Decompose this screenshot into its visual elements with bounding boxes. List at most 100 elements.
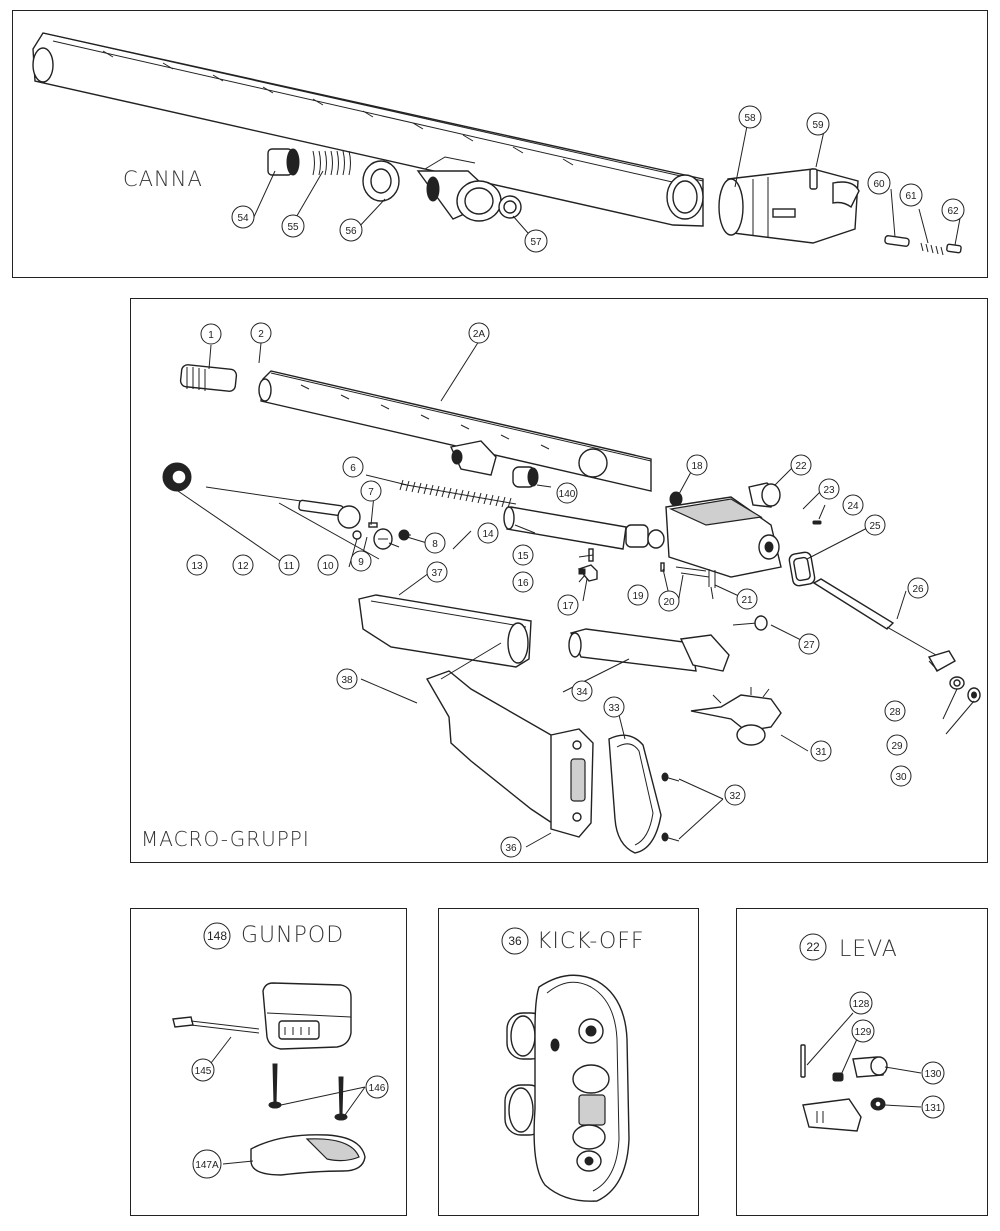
macro-gruppi-title: MACRO-GRUPPI — [141, 827, 310, 851]
canna-drawing: 54 55 56 57 58 59 60 61 62 — [32, 32, 965, 256]
callout-145: 145 — [195, 1066, 212, 1077]
gunpod-callouts: 145 146 147A — [191, 1036, 389, 1179]
callout-59: 59 — [812, 120, 824, 131]
callout-9: 9 — [358, 557, 364, 568]
callout-22: 22 — [795, 461, 807, 472]
callout-29: 29 — [891, 741, 903, 752]
gunpod-drawing: 148 145 146 147A — [172, 922, 389, 1179]
part-26-bolt — [812, 578, 937, 656]
callout-17: 17 — [562, 601, 574, 612]
leva-panel: 22 128 129 130 131 — [736, 908, 988, 1216]
part-57-washer — [498, 195, 522, 219]
callout-56: 56 — [345, 226, 357, 237]
callout-8: 8 — [432, 539, 438, 550]
callout-55: 55 — [287, 222, 299, 233]
callout-10: 10 — [322, 561, 334, 572]
part-1 — [179, 364, 238, 392]
part-140 — [512, 466, 539, 488]
gunpod-panel: 148 145 146 147A — [130, 908, 407, 1216]
canna-callouts: 54 55 56 57 58 59 60 61 62 — [231, 105, 965, 253]
part-62 — [946, 243, 962, 254]
callout-31: 31 — [815, 747, 827, 758]
part-37-forend — [358, 594, 532, 668]
part-27 — [732, 615, 768, 631]
macro-gruppi-panel: MACRO-GRUPPI — [130, 298, 988, 863]
callout-58: 58 — [744, 113, 756, 124]
part-31-trigger — [690, 687, 782, 746]
leva-callouts: 128 129 130 131 — [806, 991, 945, 1119]
part-12-rod — [205, 486, 302, 502]
callout-20: 20 — [663, 597, 675, 608]
part-25-ring — [788, 551, 816, 587]
part-131 — [870, 1097, 886, 1111]
callout-60: 60 — [873, 179, 885, 190]
part-9 — [373, 528, 393, 550]
part-128-pin — [800, 1044, 806, 1078]
callout-1: 1 — [208, 330, 214, 341]
barrel-part — [32, 32, 704, 227]
callout-15: 15 — [517, 551, 529, 562]
callout-24: 24 — [847, 501, 859, 512]
callout-11: 11 — [284, 561, 295, 572]
callout-32: 32 — [729, 791, 741, 802]
gunpod-housing — [262, 982, 352, 1050]
callout-36: 36 — [505, 843, 517, 854]
part-2a-tube — [258, 370, 652, 492]
sleeve-part — [416, 156, 502, 222]
part-56-ring — [362, 160, 400, 202]
canna-title: CANNA — [123, 167, 203, 191]
part-54 — [267, 148, 300, 176]
macro-gruppi-drawing: 1 2 2A 6 7 8 9 10 11 12 13 14 140 15 16 … — [162, 322, 981, 858]
gunpod-badge: 148 — [207, 929, 227, 943]
part-14-tube — [503, 506, 665, 550]
callout-130: 130 — [925, 1069, 942, 1080]
callout-26: 26 — [912, 584, 924, 595]
part-55-spring — [312, 150, 351, 176]
leva-drawing: 22 128 129 130 131 — [799, 933, 945, 1132]
callout-129: 129 — [855, 1027, 872, 1038]
kickoff-pad-body — [533, 974, 630, 1202]
part-32-screws — [661, 772, 680, 842]
part-34 — [568, 628, 730, 672]
kickoff-badge: 36 — [508, 934, 522, 948]
callout-6: 6 — [350, 463, 356, 474]
callout-38: 38 — [341, 675, 353, 686]
callout-30: 30 — [895, 772, 907, 783]
callout-12: 12 — [237, 561, 249, 572]
callout-19: 19 — [632, 591, 644, 602]
callout-146: 146 — [369, 1083, 386, 1094]
callout-33: 33 — [608, 703, 620, 714]
macro-callouts: 1 2 2A 6 7 8 9 10 11 12 13 14 140 15 16 … — [174, 322, 975, 858]
kickoff-drawing: 36 — [501, 927, 630, 1202]
part-59-pin — [809, 168, 818, 190]
callout-62: 62 — [947, 206, 959, 217]
part-11 — [298, 499, 361, 529]
part-130-lever — [852, 1056, 888, 1078]
part-33-pad — [608, 734, 662, 854]
callout-28: 28 — [889, 707, 901, 718]
callout-54: 54 — [237, 213, 249, 224]
part-6-spring — [399, 479, 517, 509]
callout-2: 2 — [258, 329, 264, 340]
part-145-rail — [172, 1016, 260, 1034]
callout-21: 21 — [741, 595, 753, 606]
callout-147a: 147A — [195, 1160, 219, 1171]
part-24 — [812, 520, 822, 525]
parts-28-30 — [927, 650, 981, 703]
part-22 — [748, 482, 781, 508]
leva-title: LEVA — [839, 937, 898, 962]
part-146-screws — [268, 1063, 348, 1121]
callout-37: 37 — [431, 568, 443, 579]
part-23-receiver — [665, 491, 782, 578]
leva-badge: 22 — [806, 940, 820, 954]
callout-140: 140 — [559, 489, 576, 500]
part-60 — [884, 235, 910, 247]
callout-2a: 2A — [473, 329, 486, 340]
kickoff-title: KICK-OFF — [537, 929, 645, 954]
callout-25: 25 — [869, 521, 881, 532]
callout-128: 128 — [853, 999, 870, 1010]
callout-27: 27 — [803, 640, 815, 651]
callout-13: 13 — [191, 561, 203, 572]
leva-plate — [802, 1098, 862, 1132]
part-147a-pad — [250, 1134, 366, 1176]
